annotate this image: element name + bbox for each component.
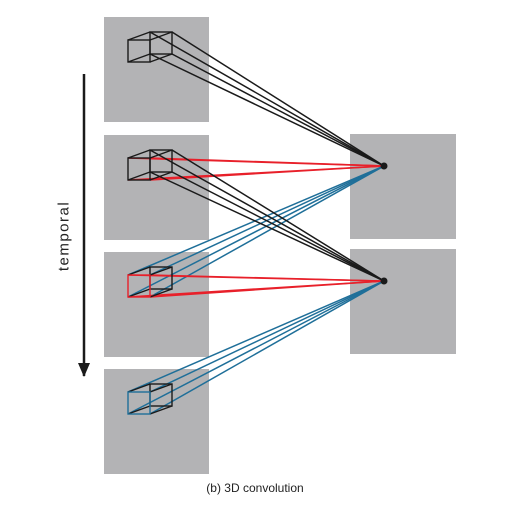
connection-line-o1-f1-1 (149, 31, 385, 167)
connection-line-o2-f2-3 (171, 171, 385, 282)
output-node-2 (380, 277, 388, 285)
connection-line-o2-f2-1 (149, 149, 385, 282)
temporal-axis-label: temporal (55, 200, 73, 272)
connection-line-o2-f3-2 (149, 274, 385, 282)
connection-line-o2-f4-3 (149, 280, 385, 415)
kernel-cube-1 (127, 31, 173, 63)
connection-line-o2-f4-2 (149, 280, 385, 393)
input-frame-2 (104, 135, 209, 240)
connection-line-o1-f1-3 (171, 53, 385, 167)
input-frame-1 (104, 17, 209, 122)
kernel-cube-2 (127, 149, 173, 181)
connection-line-o1-f2-2 (149, 157, 385, 167)
figure-caption: (b) 3D convolution (206, 481, 304, 495)
connection-line-o2-f4-1 (127, 280, 385, 393)
connection-line-o1-f3-3 (149, 165, 385, 298)
output-node-1 (380, 162, 388, 170)
kernel-cube-4 (127, 383, 173, 415)
output-frame-1 (350, 134, 456, 239)
input-frame-4 (104, 369, 209, 474)
connection-line-o2-f3-4 (127, 280, 385, 298)
connection-line-o2-f2-4 (149, 171, 385, 282)
connection-line-o1-f1-4 (149, 53, 385, 167)
connection-line-o2-f2-2 (171, 149, 385, 282)
kernel-cube-3 (127, 266, 173, 298)
connection-line-o1-f2-4 (127, 165, 385, 181)
input-frame-3 (104, 252, 209, 357)
connection-line-o1-f3-1 (127, 165, 385, 276)
connection-line-o2-f4-4 (127, 280, 385, 415)
connection-line-o1-f1-2 (171, 31, 385, 167)
output-frame-2 (350, 249, 456, 354)
